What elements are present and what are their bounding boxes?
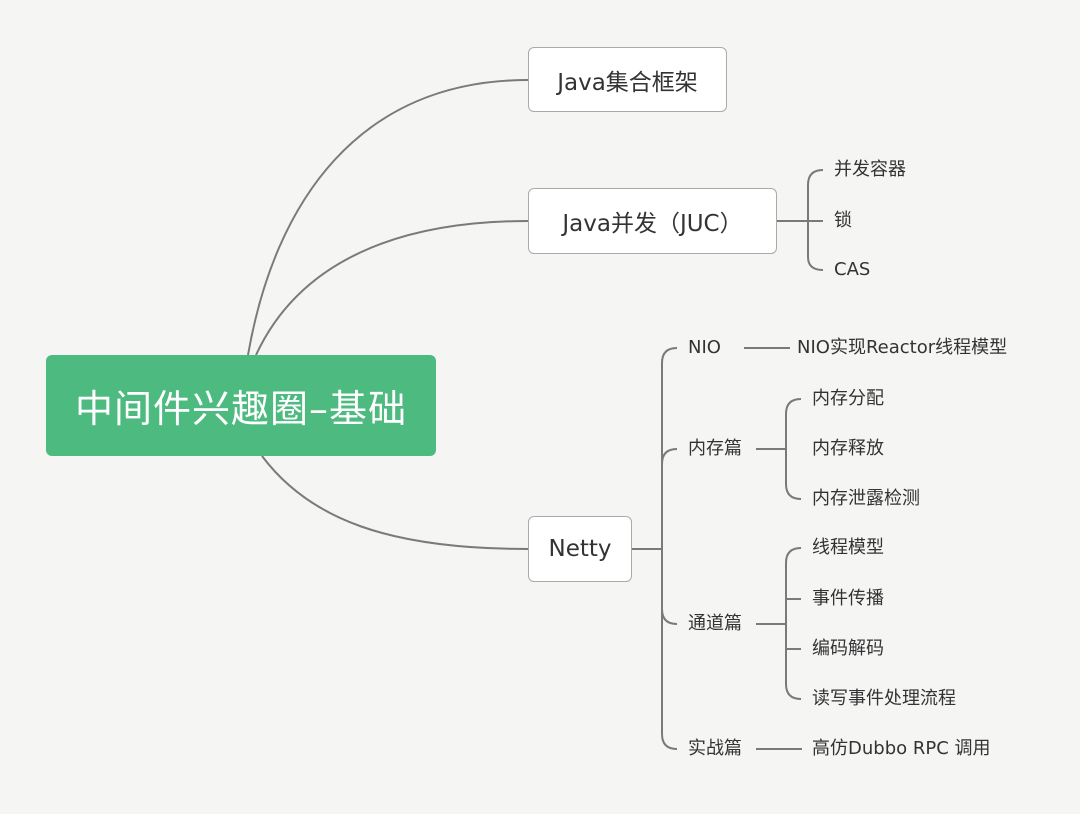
root-node[interactable]: 中间件兴趣圈–基础 <box>46 355 436 456</box>
node-channel-thread-model[interactable]: 线程模型 <box>812 537 884 558</box>
node-nio-reactor[interactable]: NIO实现Reactor线程模型 <box>797 337 1008 358</box>
node-netty[interactable]: Netty <box>528 516 632 582</box>
node-practice-dubbo-rpc[interactable]: 高仿Dubbo RPC 调用 <box>812 738 991 759</box>
node-netty-channel[interactable]: 通道篇 <box>688 613 742 634</box>
node-memory-allocation[interactable]: 内存分配 <box>812 388 884 409</box>
node-juc-locks[interactable]: 锁 <box>834 210 852 231</box>
node-netty-practice[interactable]: 实战篇 <box>688 738 742 759</box>
edge-channel-bracket <box>756 547 802 700</box>
edge-netty-bracket <box>632 347 678 750</box>
edge-memory-bracket <box>756 398 802 500</box>
node-memory-release[interactable]: 内存释放 <box>812 438 884 459</box>
node-channel-rw-event-flow[interactable]: 读写事件处理流程 <box>812 688 956 709</box>
node-channel-event-propagation[interactable]: 事件传播 <box>812 588 884 609</box>
node-juc-concurrent-containers[interactable]: 并发容器 <box>834 159 906 180</box>
node-java-juc[interactable]: Java并发（JUC） <box>528 188 777 254</box>
edge-root-netty <box>261 455 529 550</box>
node-netty-memory[interactable]: 内存篇 <box>688 438 742 459</box>
edge-juc-bracket <box>777 169 824 271</box>
node-juc-cas[interactable]: CAS <box>834 259 871 280</box>
edge-root-juc <box>255 220 529 356</box>
node-netty-nio[interactable]: NIO <box>688 337 721 358</box>
node-channel-codec[interactable]: 编码解码 <box>812 638 884 659</box>
edge-root-collections <box>247 79 529 356</box>
node-memory-leak-detection[interactable]: 内存泄露检测 <box>812 488 920 509</box>
node-java-collections[interactable]: Java集合框架 <box>528 47 727 112</box>
